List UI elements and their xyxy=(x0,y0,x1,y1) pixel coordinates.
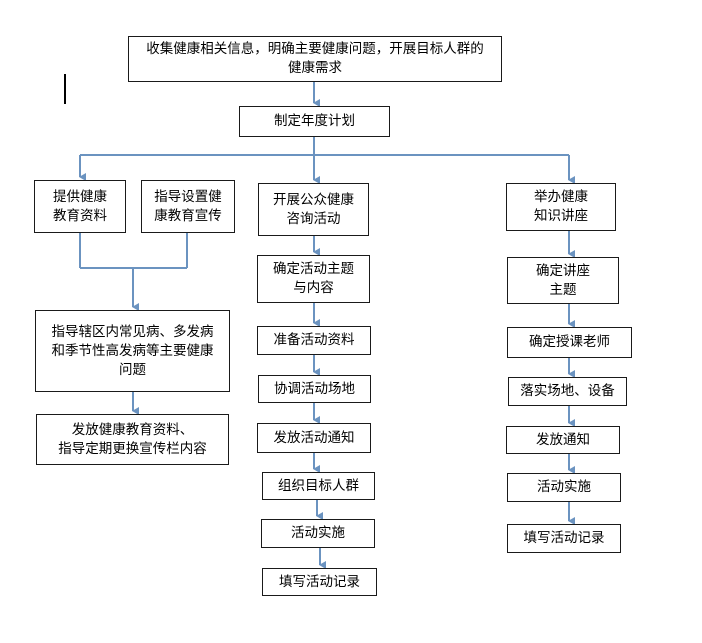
middle-head-box: 开展公众健康 咨询活动 xyxy=(258,183,369,236)
right-head-box: 举办健康 知识讲座 xyxy=(506,183,616,231)
right-step-2: 确定授课老师 xyxy=(507,327,632,358)
middle-step-2: 准备活动资料 xyxy=(257,326,371,355)
right-step-1: 确定讲座 主题 xyxy=(507,257,619,304)
top-box: 收集健康相关信息，明确主要健康问题，开展目标人群的 健康需求 xyxy=(128,36,502,82)
middle-step-3: 协调活动场地 xyxy=(258,375,371,403)
right-step-5: 活动实施 xyxy=(507,473,621,502)
middle-step-6: 活动实施 xyxy=(261,519,375,548)
left-box-b: 指导设置健 康教育宣传 xyxy=(141,180,235,233)
plan-box: 制定年度计划 xyxy=(239,106,390,137)
right-step-6: 填写活动记录 xyxy=(507,524,621,553)
middle-step-4: 发放活动通知 xyxy=(257,423,371,453)
left-box-a: 提供健康 教育资料 xyxy=(34,180,126,233)
left-box-d: 发放健康教育资料、 指导定期更换宣传栏内容 xyxy=(36,414,229,465)
right-step-4: 发放通知 xyxy=(506,426,620,454)
right-step-3: 落实场地、设备 xyxy=(508,377,627,406)
text-cursor xyxy=(64,74,66,104)
middle-step-5: 组织目标人群 xyxy=(262,472,375,500)
middle-step-7: 填写活动记录 xyxy=(262,568,377,596)
middle-step-1: 确定活动主题 与内容 xyxy=(257,255,370,303)
left-box-c: 指导辖区内常见病、多发病 和季节性高发病等主要健康 问题 xyxy=(35,310,230,392)
